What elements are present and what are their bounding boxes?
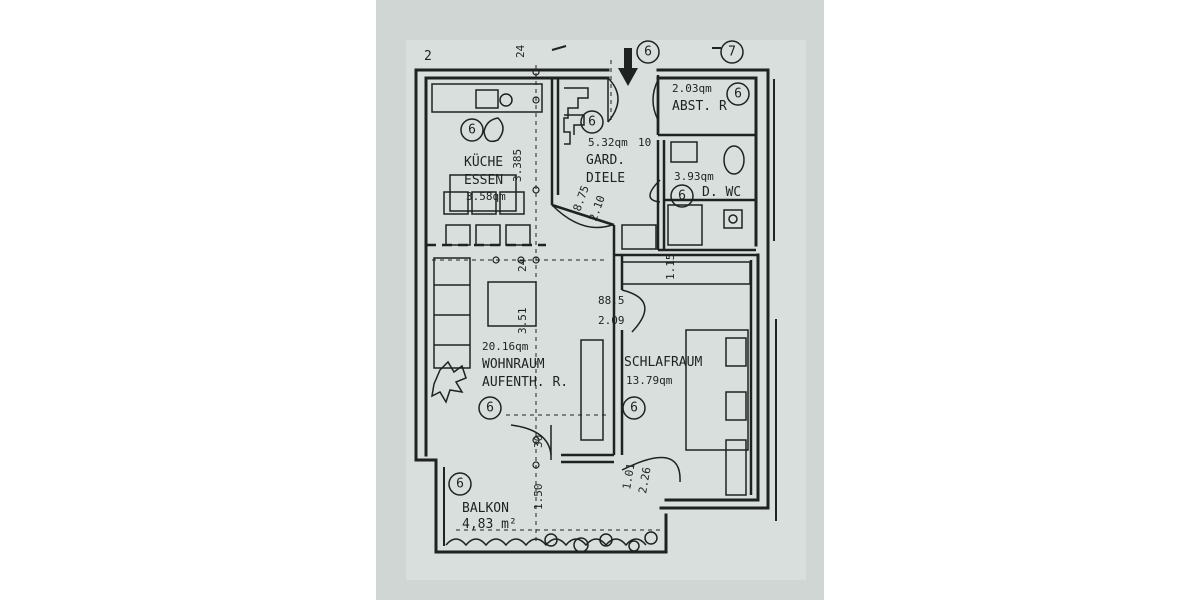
axis-label-7: 7 (728, 45, 736, 60)
sink-icon (499, 93, 513, 107)
room-badge-number: 6 (678, 189, 686, 204)
room-area: 13.79qm (626, 374, 673, 387)
room-badge-number: 6 (588, 115, 596, 130)
room-area: 2.03qm (672, 82, 712, 95)
bed (685, 329, 749, 451)
top-wall-stub (551, 45, 567, 51)
floor-plan-photo: 2 24 6 7 6 KÜCHE ESSEN 3.58qm 6 5.32qm (376, 0, 824, 600)
dimension-label: 3.51 (516, 308, 529, 335)
dining-chair (499, 191, 525, 215)
room-balkon: 6 BALKON 4,83 m² (448, 472, 517, 532)
hall-cabinet (621, 224, 657, 250)
dining-chair (443, 191, 469, 215)
dining-chair (475, 224, 501, 246)
room-badge (580, 110, 604, 134)
axis-badge-6 (636, 40, 660, 64)
dimension-label: 24 (516, 258, 529, 272)
nightstand (725, 439, 747, 496)
stove-icon (475, 89, 499, 109)
dimension-label: 3.385 (511, 149, 524, 182)
room-name-line: SCHLAFRAUM (624, 355, 702, 370)
room-name-line: AUFENTH. R. (482, 375, 568, 390)
washbasin-icon (670, 141, 698, 163)
sink-basin-icon (483, 117, 504, 143)
room-badge (726, 82, 750, 106)
room-area: 4,83 m² (462, 517, 517, 532)
pillow (725, 391, 747, 421)
dimension-label: 30 (532, 435, 545, 448)
room-badge-number: 6 (456, 477, 464, 492)
room-badge (460, 118, 484, 142)
dining-chair (471, 191, 497, 215)
dining-chair (445, 224, 471, 246)
dimension-markers (492, 68, 540, 469)
coffee-table (487, 281, 537, 327)
room-badge-number: 6 (486, 401, 494, 416)
pillow (725, 337, 747, 367)
room-badge (670, 184, 694, 208)
dining-table (449, 174, 517, 212)
room-area: 3.58qm (466, 190, 506, 203)
room-area: 5.32qm (588, 136, 628, 149)
room-badge (448, 472, 472, 496)
room-badge (622, 396, 646, 420)
bedroom-lower-door-swing (621, 456, 681, 483)
room-name-line: BALKON (462, 501, 509, 516)
toilet-icon (723, 145, 745, 175)
dimension-label: 10 (638, 136, 651, 149)
room-name-line: DIELE (586, 171, 625, 186)
kitchen-counter (431, 83, 543, 113)
floor-plan-diagram: 2 24 6 7 6 KÜCHE ESSEN 3.58qm 6 5.32qm (406, 40, 806, 580)
dining-chair (505, 224, 531, 246)
shelf (580, 339, 604, 441)
axis-label-2: 2 (424, 49, 432, 64)
dimension-label: 88.5 (598, 294, 625, 307)
room-area: 20.16qm (482, 340, 529, 353)
dimension-label: 1.15 (664, 254, 677, 281)
wardrobe (621, 261, 751, 285)
axis-label-24: 24 (514, 44, 527, 58)
dimension-lines (432, 60, 661, 545)
room-abstell: 2.03qm ABST. R 6 (672, 82, 750, 114)
dimension-label: 2.09 (598, 314, 625, 327)
appliance-icon (723, 209, 743, 229)
axis-label-6: 6 (644, 45, 652, 60)
room-badge-number: 6 (468, 123, 476, 138)
room-area: 3.93qm (674, 170, 714, 183)
room-name-line: ABST. R (672, 99, 727, 114)
room-wohnraum: 20.16qm WOHNRAUM AUFENTH. R. 6 (478, 340, 568, 420)
plant-icon (431, 360, 467, 404)
outer-walls (414, 68, 777, 554)
dimension-label: 2.26 (636, 466, 653, 494)
furniture (431, 83, 751, 553)
room-badge-number: 6 (630, 401, 638, 416)
wc-door-swing (649, 179, 661, 203)
room-schlaf: SCHLAFRAUM 13.79qm 6 (622, 355, 702, 420)
bedroom-door-swing (621, 289, 646, 333)
kitchen-door-swing (551, 204, 613, 229)
dimension-label: 1.01 (620, 462, 637, 490)
paper (406, 40, 806, 580)
room-name-line: GARD. (586, 153, 625, 168)
room-name-line: KÜCHE (464, 153, 503, 170)
dimension-label: 1.50 (532, 484, 545, 511)
room-wc: 3.93qm D. WC 6 (670, 170, 741, 208)
room-garderobe: 6 5.32qm GARD. DIELE (580, 110, 628, 186)
shower-tray (667, 204, 703, 246)
stairs (563, 87, 589, 145)
room-name-line: ESSEN (464, 173, 503, 188)
room-name-line: D. WC (702, 185, 741, 200)
entrance-arrow-icon (618, 48, 638, 86)
doors (510, 77, 681, 483)
axis-badge-7 (720, 40, 744, 64)
room-kueche: 6 KÜCHE ESSEN 3.58qm (460, 118, 506, 203)
room-badge (478, 396, 502, 420)
room-badge-number: 6 (734, 87, 742, 102)
room-name-line: WOHNRAUM (482, 357, 545, 372)
